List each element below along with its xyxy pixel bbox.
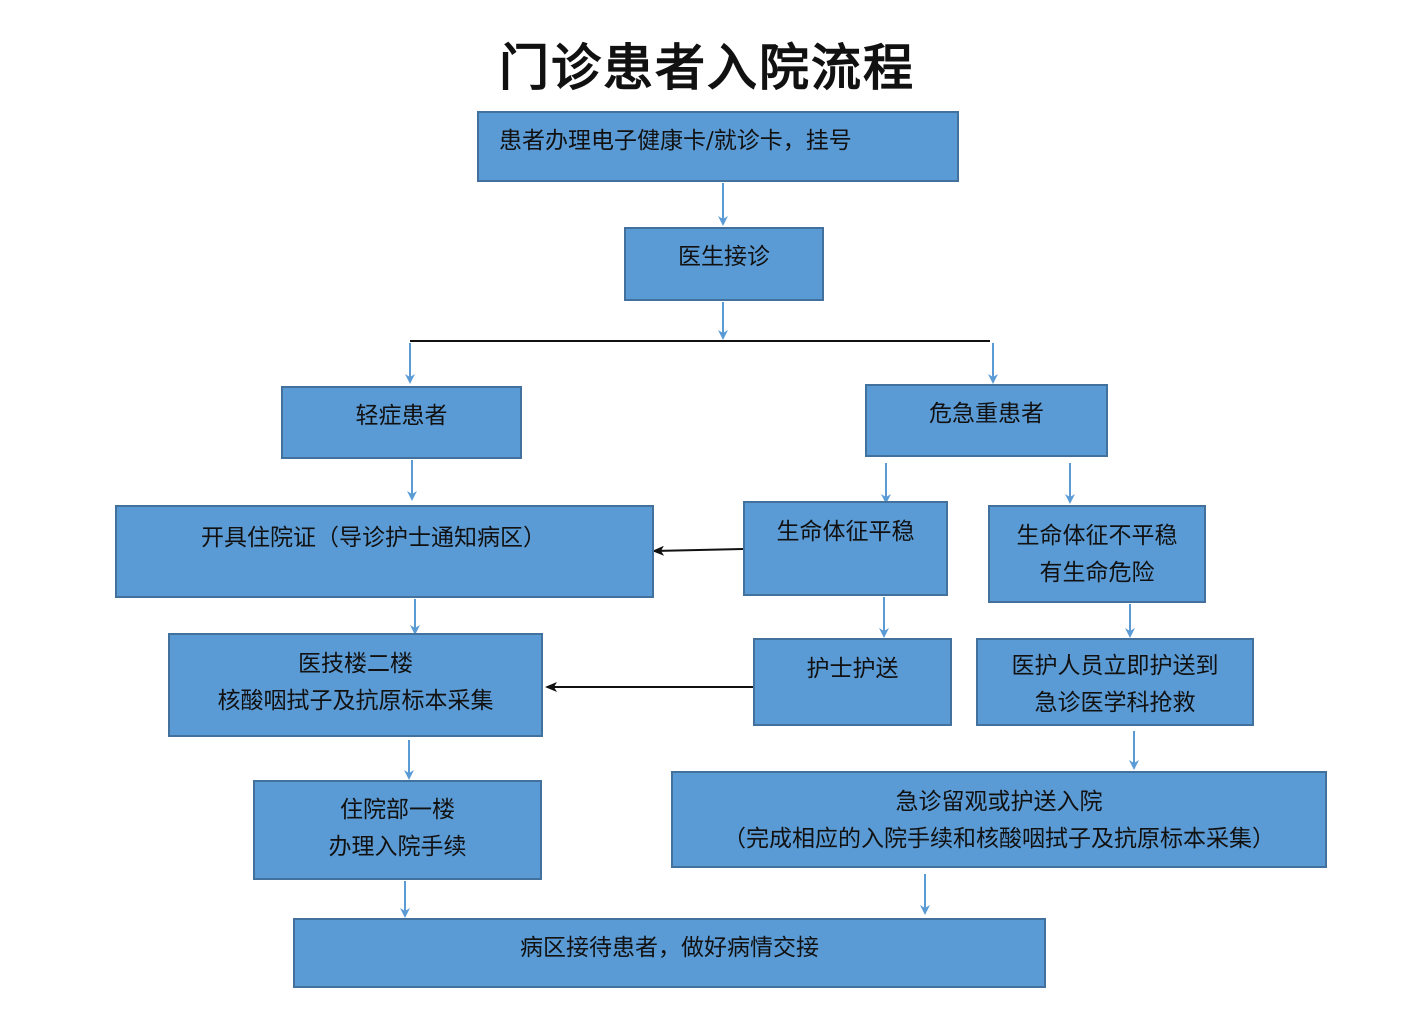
node-sampling: 医技楼二楼 核酸咽拭子及抗原标本采集 bbox=[168, 633, 543, 737]
node-stable: 生命体征平稳 bbox=[743, 501, 948, 596]
node-unstable-line1: 生命体征不平稳 bbox=[1016, 523, 1178, 549]
arrow-stable-cert bbox=[652, 545, 744, 556]
node-unstable: 生命体征不平稳 有生命危险 bbox=[988, 505, 1206, 603]
node-admission-dept-line2: 办理入院手续 bbox=[328, 834, 467, 860]
node-er-observe: 急诊留观或护送入院 （完成相应的入院手续和核酸咽拭子及抗原标本采集） bbox=[671, 771, 1327, 868]
node-er-escort-line1: 医护人员立即护送到 bbox=[1011, 653, 1219, 679]
node-doctor-label: 医生接诊 bbox=[678, 244, 770, 270]
node-er-observe-line2: （完成相应的入院手续和核酸咽拭子及抗原标本采集） bbox=[723, 826, 1275, 852]
page-title: 门诊患者入院流程 bbox=[499, 38, 915, 97]
node-nurse-escort: 护士护送 bbox=[753, 638, 952, 726]
node-sampling-line2: 核酸咽拭子及抗原标本采集 bbox=[217, 688, 494, 714]
node-register: 患者办理电子健康卡/就诊卡，挂号 bbox=[477, 111, 959, 182]
node-er-escort-line2: 急诊医学科抢救 bbox=[1034, 690, 1196, 716]
node-er-observe-line1: 急诊留观或护送入院 bbox=[895, 789, 1103, 815]
node-nurse-escort-label: 护士护送 bbox=[806, 656, 899, 682]
node-ward-label: 病区接待患者，做好病情交接 bbox=[520, 935, 819, 961]
node-mild: 轻症患者 bbox=[281, 386, 522, 459]
node-critical: 危急重患者 bbox=[865, 384, 1108, 457]
node-stable-label: 生命体征平稳 bbox=[776, 519, 915, 545]
node-sampling-line1: 医技楼二楼 bbox=[298, 651, 413, 677]
node-admission-dept-line1: 住院部一楼 bbox=[340, 797, 455, 823]
node-mild-label: 轻症患者 bbox=[355, 403, 448, 429]
node-critical-label: 危急重患者 bbox=[929, 401, 1044, 427]
node-doctor: 医生接诊 bbox=[624, 227, 824, 301]
node-register-label: 患者办理电子健康卡/就诊卡，挂号 bbox=[499, 128, 852, 154]
node-admit-cert: 开具住院证（导诊护士通知病区） bbox=[115, 505, 654, 598]
node-unstable-line2: 有生命危险 bbox=[1039, 560, 1155, 586]
node-er-escort: 医护人员立即护送到 急诊医学科抢救 bbox=[976, 638, 1254, 726]
node-admit-cert-label: 开具住院证（导诊护士通知病区） bbox=[201, 525, 546, 551]
node-admission-dept: 住院部一楼 办理入院手续 bbox=[253, 780, 542, 880]
node-ward: 病区接待患者，做好病情交接 bbox=[293, 918, 1046, 988]
